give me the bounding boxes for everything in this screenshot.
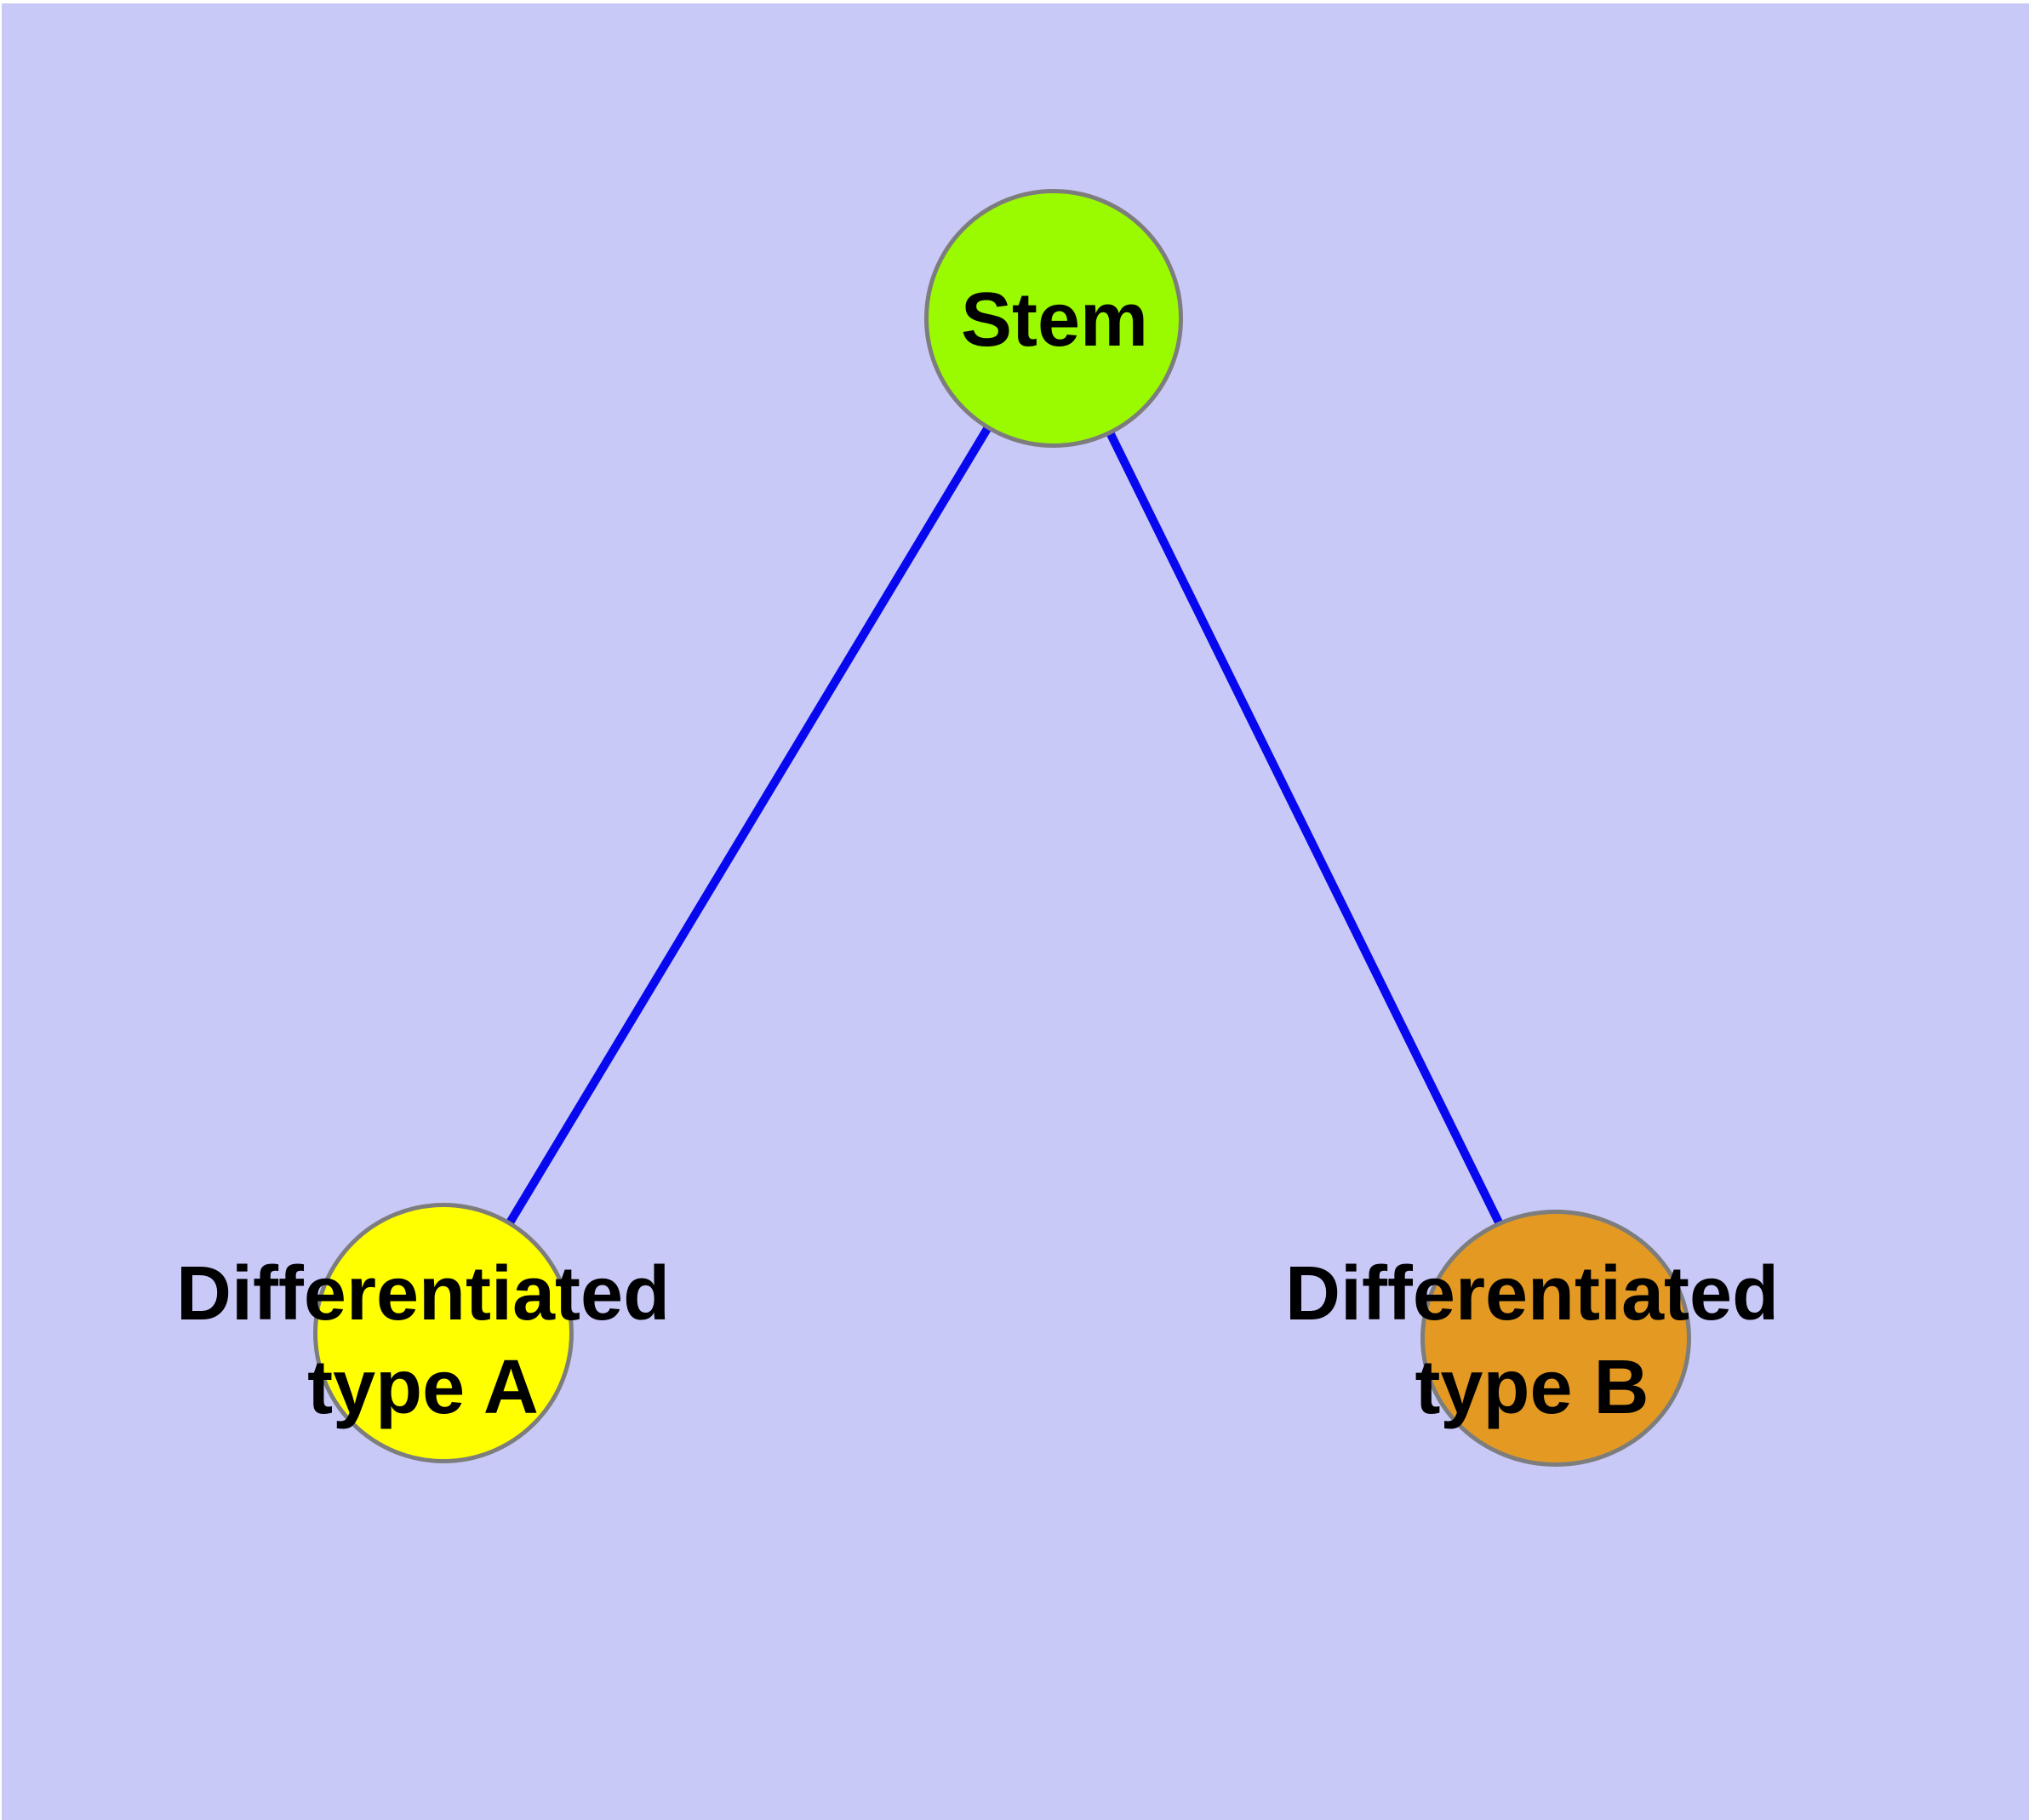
node-type-a-label-line2: type A [307,1345,539,1430]
node-stem[interactable] [924,189,1183,448]
edge-stem-to-type-a[interactable] [439,316,1058,1336]
node-differentiated-type-b[interactable] [1420,1210,1691,1467]
node-type-b-label-line1: Differentiated [1284,1251,1780,1336]
node-type-a-label-line1: Differentiated [175,1251,671,1336]
edge-stem-to-type-b[interactable] [1049,316,1560,1341]
node-type-b-label: Differentiated type B [1285,1247,1779,1434]
node-stem-label: Stem [960,278,1149,363]
node-differentiated-type-a[interactable] [313,1203,574,1463]
node-type-b-label-line2: type B [1415,1345,1649,1430]
window-edge-top [0,0,2029,3]
node-type-a-label: Differentiated type A [176,1247,670,1434]
window-edge-left [0,0,2,1820]
